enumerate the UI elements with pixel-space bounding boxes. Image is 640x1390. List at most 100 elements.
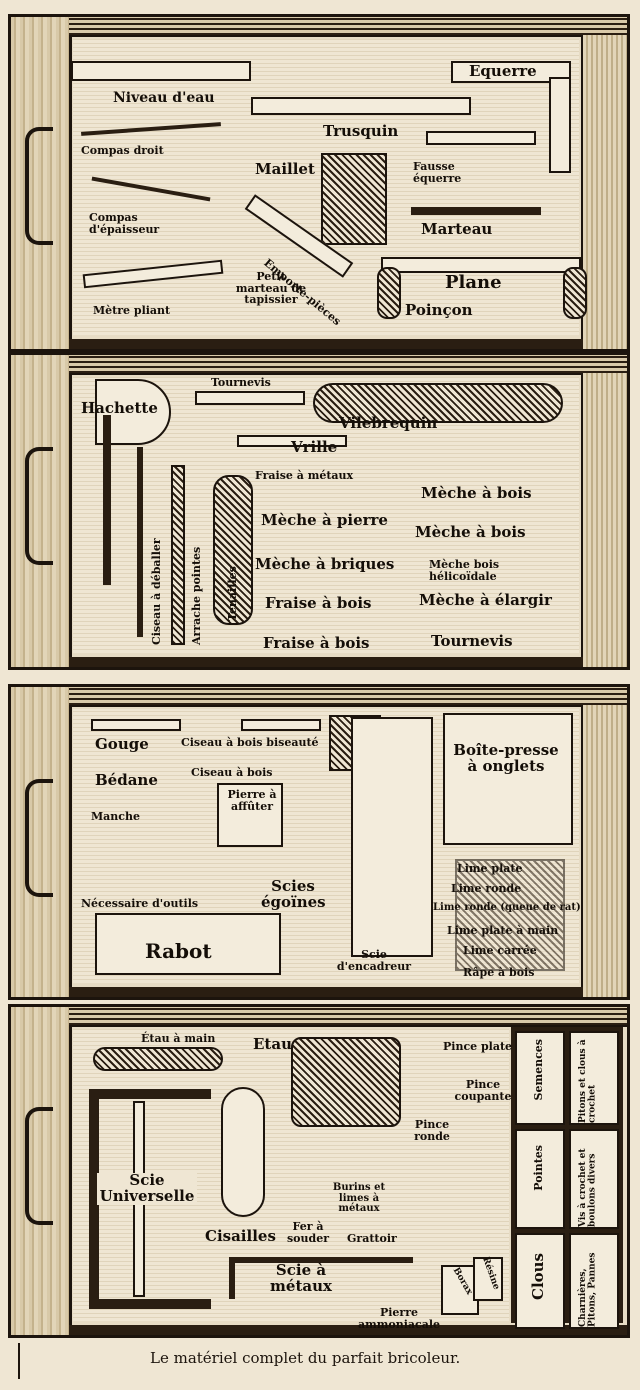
label-pierre-ammoniacale-text: Pierre ammoniacale xyxy=(357,1306,441,1331)
label-fer-souder-text: Fer à souder xyxy=(286,1220,329,1245)
label-meche-bois-1: Mèche à bois xyxy=(421,484,532,502)
drawer-bottom-edge xyxy=(69,339,583,349)
label-boite-presse-text: Boîte-presse à onglets xyxy=(453,741,559,775)
drawer-handle-icon xyxy=(25,447,53,565)
sharpening-stone-icon xyxy=(217,783,283,847)
label-bedane: Bédane xyxy=(95,771,158,789)
caption: Le matériel complet du parfait bricoleur… xyxy=(150,1349,461,1367)
label-necessaire-outils: Nécessaire d'outils xyxy=(81,897,199,910)
shears-icon xyxy=(221,1087,265,1217)
plane-icon xyxy=(95,913,281,975)
label-rabot: Rabot xyxy=(145,939,212,963)
label-ciseau-biseaute: Ciseau à bois biseauté xyxy=(181,736,319,749)
caption-frame-line xyxy=(18,1343,20,1379)
label-tenailles: Tenailles xyxy=(226,566,239,621)
hacksaw-frame-icon xyxy=(229,1257,235,1299)
drawer-top-edge xyxy=(69,687,627,707)
label-equerre: Equerre xyxy=(469,62,537,80)
label-pince-coupante-text: Pince coupante xyxy=(454,1078,512,1103)
label-cisailles: Cisailles xyxy=(205,1227,276,1245)
drawknife-handle-icon xyxy=(563,267,587,319)
label-scie-metaux-text: Scie à métaux xyxy=(270,1261,332,1295)
label-pince-plate: Pince plate xyxy=(443,1040,513,1053)
drawer-1: Niveau d'eau Compas droit Compas d'épais… xyxy=(8,14,630,352)
label-lime-carree: Lime carrée xyxy=(463,944,537,957)
bench-vise-icon xyxy=(291,1037,401,1127)
drawer-right-panel xyxy=(581,705,627,997)
drawknife-handle-icon xyxy=(377,267,401,319)
label-tournevis-top: Tournevis xyxy=(211,376,271,389)
drawer-side-panel xyxy=(11,355,72,667)
gimlet-icon xyxy=(237,435,347,447)
square-blade-icon xyxy=(549,77,571,173)
label-compas-epaisseur: Compas d'épaisseur xyxy=(89,212,173,235)
label-poincon: Poinçon xyxy=(405,301,473,319)
label-meche-pierre: Mèche à pierre xyxy=(261,511,388,529)
label-fraise-metaux: Fraise à métaux xyxy=(255,469,354,482)
label-pierre-affuter: Pierre à affûter xyxy=(223,789,281,812)
label-manche: Manche xyxy=(91,810,140,823)
label-gouge: Gouge xyxy=(95,735,149,753)
label-scie-encadreur: Scie d'encadreur xyxy=(329,949,419,972)
label-burins-limes-text: Burins et limes à métaux xyxy=(332,1182,386,1214)
label-rape-bois: Râpe à bois xyxy=(463,966,535,979)
label-etau: Etau xyxy=(253,1035,292,1053)
brace-icon xyxy=(313,383,563,423)
label-charnieres: Charnières, Pitons, Pannes xyxy=(578,1252,598,1327)
drawer-4: Semences Pitons et clous à crochet Point… xyxy=(8,1004,630,1338)
drawer-right-panel xyxy=(581,35,627,349)
label-scie-encadreur-text: Scie d'encadreur xyxy=(336,948,412,973)
label-vrille: Vrille xyxy=(291,438,338,456)
miter-box-icon xyxy=(443,713,573,845)
drawer-top-edge xyxy=(69,355,627,375)
drawer-bottom-edge xyxy=(69,657,583,667)
square-icon xyxy=(451,61,571,83)
label-vilebrequin: Vilebrequin xyxy=(339,414,438,432)
label-plane: Plane xyxy=(445,272,502,293)
hand-vise-icon xyxy=(93,1047,223,1071)
label-burins-limes: Burins et limes à métaux xyxy=(329,1182,389,1215)
label-meche-elargir: Mèche à élargir xyxy=(419,591,552,609)
label-grattoir: Grattoir xyxy=(347,1232,397,1245)
label-meche-briques: Mèche à briques xyxy=(255,555,395,573)
drawer-side-panel xyxy=(11,1007,72,1335)
drawer-handle-icon xyxy=(25,779,53,897)
drawer-handle-icon xyxy=(25,127,53,245)
label-lime-queue-de-rat: Lime ronde (queue de rat) xyxy=(433,902,581,913)
universal-saw-frame-icon xyxy=(89,1299,211,1309)
compartment-vis-crochet: Vis à crochet et boulons divers xyxy=(569,1129,619,1229)
files-icon xyxy=(455,859,565,971)
label-lime-plate-main: Lime plate à main xyxy=(447,924,559,937)
label-compas-droit: Compas droit xyxy=(81,144,164,157)
handsaw-blade-icon xyxy=(351,717,433,957)
label-metre-pliant: Mètre pliant xyxy=(93,304,171,317)
label-clous: Clous xyxy=(529,1253,547,1300)
drawer-bottom-edge xyxy=(69,1325,627,1335)
label-pierre-ammoniacale: Pierre ammoniacale xyxy=(347,1307,451,1330)
label-semences: Semences xyxy=(532,1039,545,1101)
screwdriver-icon xyxy=(195,391,305,405)
label-tournevis-bottom: Tournevis xyxy=(431,632,513,650)
label-pince-ronde-text: Pince ronde xyxy=(414,1118,450,1143)
label-meche-helicoidale-text: Mèche bois hélicoïdale xyxy=(429,558,500,583)
label-ciseau-bois: Ciseau à bois xyxy=(191,766,273,779)
drawer-side-panel xyxy=(11,17,72,349)
marking-gauge-icon xyxy=(251,97,471,115)
resin-box-icon xyxy=(473,1257,503,1301)
mallet-icon xyxy=(321,153,387,245)
nail-puller-icon xyxy=(171,465,185,645)
label-scies-egoines: Scies égoïnes xyxy=(261,877,326,911)
pincers-icon xyxy=(213,475,253,625)
label-vis-crochet: Vis à crochet et boulons divers xyxy=(578,1148,598,1227)
label-arrache-pointes: Arrache pointes xyxy=(190,546,203,645)
label-meche-helicoidale: Mèche bois hélicoïdale xyxy=(429,559,539,582)
label-etau-main: Étau à main xyxy=(141,1032,216,1045)
universal-saw-frame-icon xyxy=(89,1089,211,1099)
compartment-clous: Clous xyxy=(515,1233,565,1329)
hammer-icon xyxy=(411,207,541,215)
label-fer-souder: Fer à souder xyxy=(283,1221,333,1244)
label-petit-marteau-text: Petit marteau de tapissier xyxy=(235,270,307,307)
drawer-bottom-edge xyxy=(69,987,583,997)
label-scies-egoines-text: Scies égoïnes xyxy=(261,877,326,911)
